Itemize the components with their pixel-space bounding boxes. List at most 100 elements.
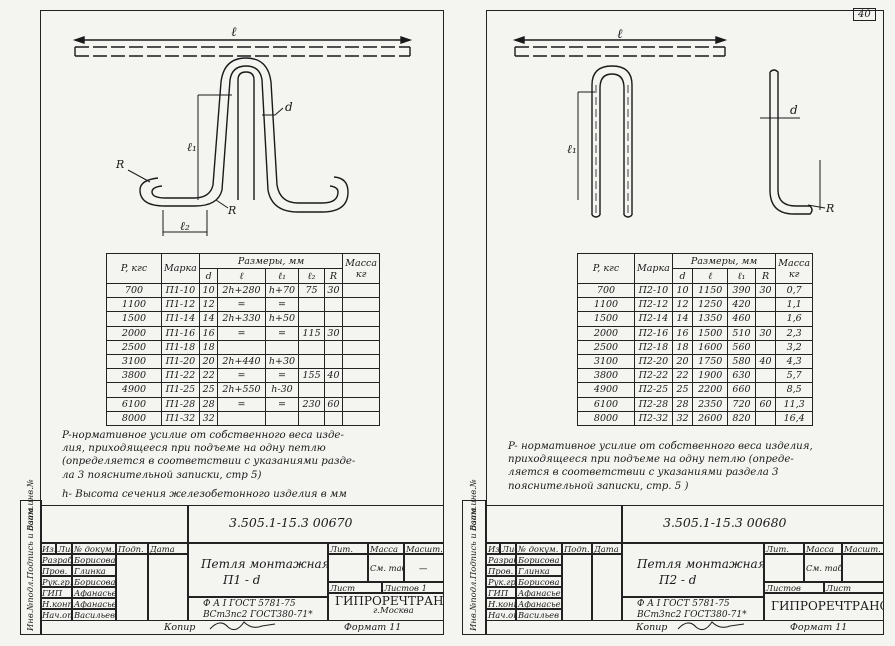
table-cell: 16	[198, 325, 219, 341]
table-cell: 40	[323, 368, 344, 384]
table-cell: 10	[671, 282, 694, 299]
table-cell: 700	[577, 282, 635, 299]
table-cell: П2-22	[634, 368, 673, 384]
table-cell: =	[217, 396, 266, 412]
table-cell: 75	[298, 282, 325, 299]
table-cell	[342, 282, 380, 299]
table-cell: 12	[198, 297, 219, 313]
table-cell: 4900	[106, 382, 162, 398]
table-cell: 30	[323, 325, 344, 341]
table-cell	[342, 382, 380, 398]
table-cell: 2000	[577, 325, 635, 341]
table-cell: 1,1	[775, 297, 813, 313]
table-cell	[754, 311, 777, 327]
table-cell: 2h+280	[217, 282, 266, 299]
table-cell: 230	[298, 396, 325, 412]
table-cell	[264, 339, 300, 355]
table-cell	[323, 382, 344, 398]
side-label-r3: Взам.инв.№	[468, 479, 478, 531]
table-cell: П1-16	[161, 325, 200, 341]
table-cell: 22	[198, 368, 219, 384]
side-label-3: Взам.инв.№	[25, 479, 35, 531]
table-cell: 1600	[692, 339, 729, 355]
table-cell: 2500	[577, 339, 635, 355]
note-p2: P- нормативное усилие от собственного ве…	[508, 441, 813, 492]
dim-d-label: d	[285, 100, 293, 114]
table-cell: 1,6	[775, 311, 813, 327]
table-cell: 510	[727, 325, 756, 341]
table-cell: 14	[671, 311, 694, 327]
dim-R-label-2: R	[228, 204, 237, 217]
table-cell: 20	[198, 353, 219, 370]
dim-l-label-p2: ℓ	[617, 27, 623, 42]
table-cell: 460	[727, 311, 756, 327]
table-cell: 5,7	[775, 368, 813, 384]
table-cell: П2-25	[634, 382, 673, 398]
table-cell: 3800	[106, 368, 162, 384]
table-cell: 820	[727, 410, 756, 426]
table-cell	[217, 410, 266, 426]
table-cell: 2h+440	[217, 353, 266, 370]
table-cell	[217, 339, 266, 355]
table-cell	[323, 410, 344, 426]
table-cell: 8000	[577, 410, 635, 426]
org-p1: ГИПРОРЕЧТРАНС	[335, 594, 444, 608]
table-cell: 1500	[106, 311, 162, 327]
table-cell: 20	[671, 353, 694, 370]
table-cell: П2-18	[634, 339, 673, 355]
table-cell: 1100	[106, 297, 162, 313]
table-cell: 4900	[577, 382, 635, 398]
dim-l1-label: ℓ₁	[187, 140, 197, 154]
col-header-mass: Масса кг	[342, 253, 380, 284]
table-cell: 4,3	[775, 353, 813, 370]
table-cell: =	[217, 325, 266, 341]
table-cell	[323, 297, 344, 313]
table-cell: 6100	[577, 396, 635, 412]
table-cell	[342, 410, 380, 426]
spec-table-p2: P, кгс Марка Размеры, мм Масса кг d ℓ ℓ₁…	[577, 253, 813, 426]
table-cell: 60	[323, 396, 344, 412]
table-cell: 25	[198, 382, 219, 398]
copy-label-p1: Копир	[164, 622, 196, 633]
table-cell: 2000	[106, 325, 162, 341]
table-cell: 1750	[692, 353, 729, 370]
code-p2: 3.505.1-15.3 00680	[622, 505, 884, 543]
table-cell: =	[217, 297, 266, 313]
side-label-r1: Инв.№подл.	[468, 578, 478, 631]
table-cell: П1-25	[161, 382, 200, 398]
table-cell: П1-20	[161, 353, 200, 370]
table-cell	[754, 368, 777, 384]
table-cell: 32	[671, 410, 694, 426]
table-cell: =	[264, 297, 300, 313]
table-cell: =	[217, 368, 266, 384]
table-cell: 115	[298, 325, 325, 341]
table-cell: 0,7	[775, 282, 813, 299]
table-cell: П1-14	[161, 311, 200, 327]
table-cell: 560	[727, 339, 756, 355]
table-cell: 155	[298, 368, 325, 384]
table-cell: 18	[198, 339, 219, 355]
table-cell: 1350	[692, 311, 729, 327]
copy-label-p2: Копир	[636, 622, 668, 633]
table-cell: П2-12	[634, 297, 673, 313]
table-cell: 630	[727, 368, 756, 384]
table-cell: 420	[727, 297, 756, 313]
table-cell: 6100	[106, 396, 162, 412]
table-cell: П1-10	[161, 282, 200, 299]
table-cell: 30	[754, 325, 777, 341]
table-cell	[342, 353, 380, 370]
table-cell	[264, 410, 300, 426]
dim-R-label-1: R	[116, 158, 125, 171]
table-cell: =	[264, 325, 300, 341]
